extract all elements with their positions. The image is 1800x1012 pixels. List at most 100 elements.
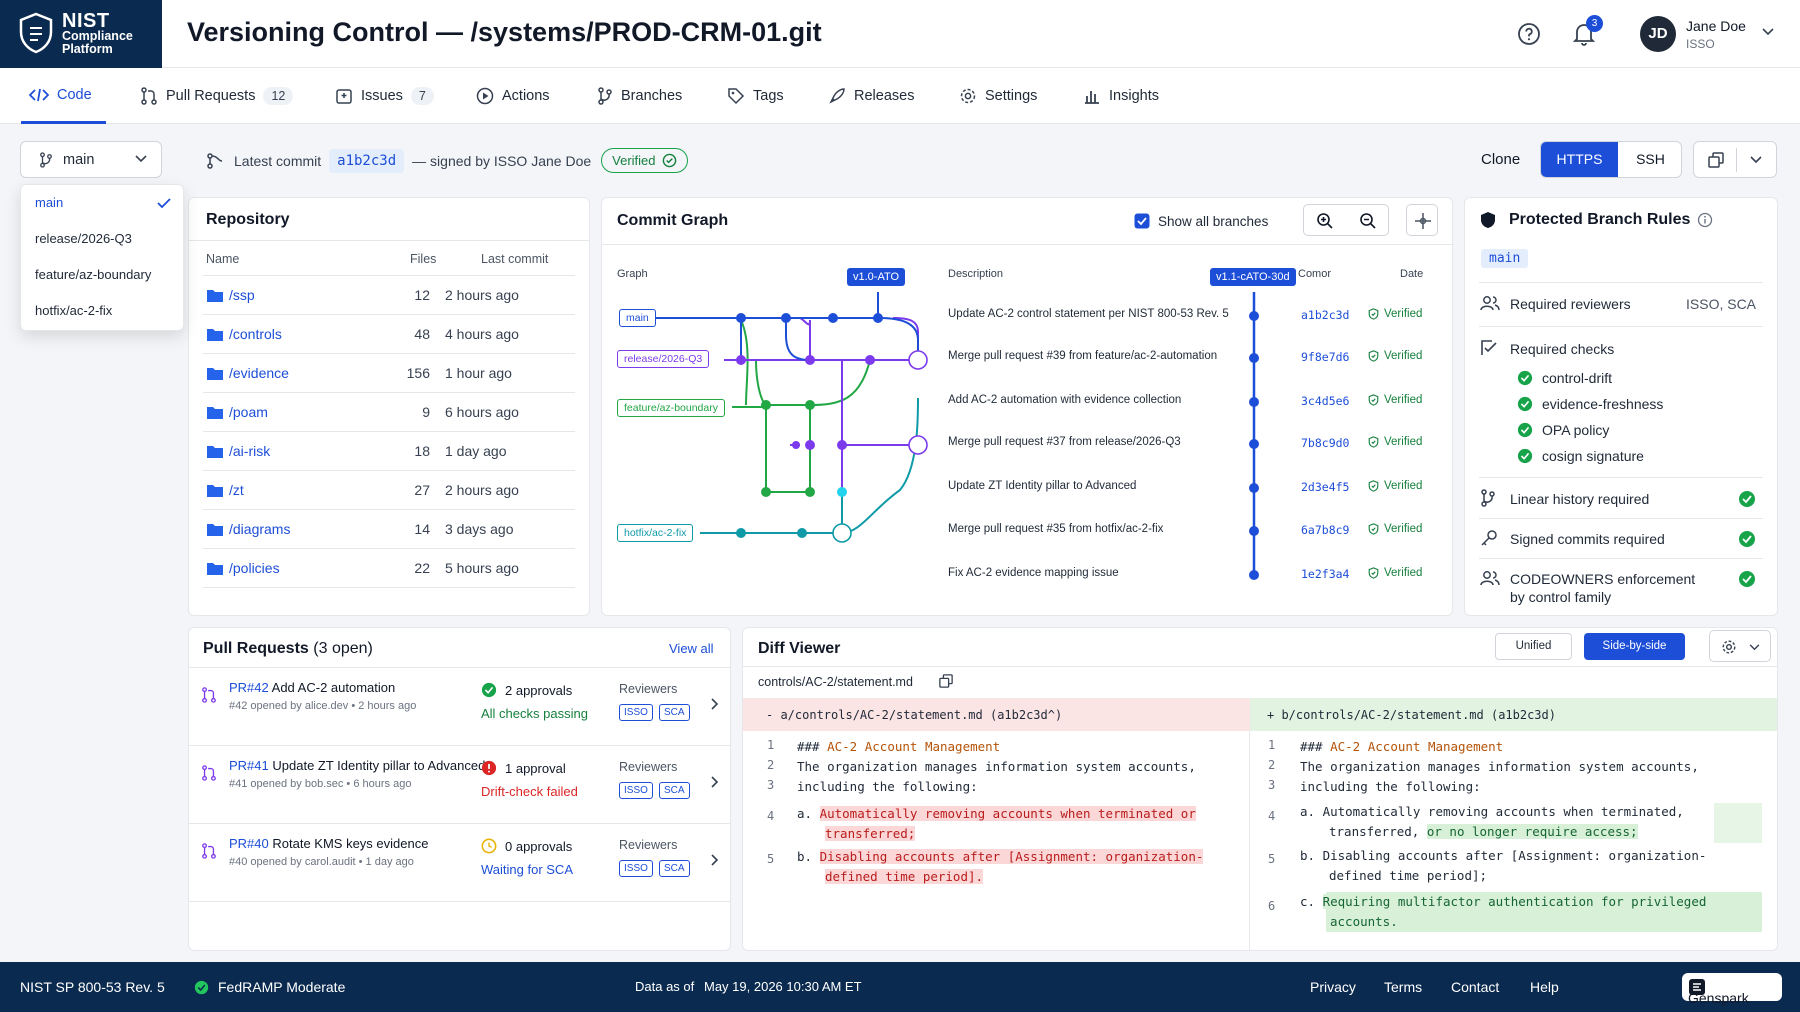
view-all-link[interactable]: View all	[669, 641, 714, 656]
tag-label[interactable]: v1.1-cATO-30d	[1210, 268, 1296, 286]
tab-branches[interactable]: Branches	[597, 68, 682, 124]
commit-description[interactable]: Merge pull request #37 from release/2026…	[948, 436, 1181, 448]
pull-request-row[interactable]: PR#40 Rotate KMS keys evidence#40 opened…	[189, 824, 730, 902]
folder-name[interactable]: /zt	[229, 482, 244, 498]
folder-name[interactable]: /policies	[229, 560, 280, 576]
avatar[interactable]: JD	[1640, 16, 1676, 52]
commit-node[interactable]	[1249, 311, 1259, 321]
pr-title[interactable]: PR#42 Add AC-2 automation	[229, 680, 395, 695]
commit-description[interactable]: Update AC-2 control statement per NIST 8…	[948, 308, 1229, 320]
folder-name[interactable]: /poam	[229, 404, 268, 420]
merge-node[interactable]	[908, 350, 928, 370]
pr-title[interactable]: PR#41 Update ZT Identity pillar to Advan…	[229, 758, 485, 773]
tab-tags[interactable]: Tags	[727, 68, 784, 124]
help-icon[interactable]	[1517, 22, 1541, 46]
branch-label-feature[interactable]: feature/az-boundary	[617, 399, 725, 417]
commit-description[interactable]: Update ZT Identity pillar to Advanced	[948, 480, 1137, 492]
commit-node[interactable]	[1249, 570, 1259, 580]
commit-node[interactable]	[805, 487, 815, 497]
commit-node[interactable]	[865, 355, 875, 365]
pr-number[interactable]: PR#41	[229, 758, 269, 773]
copy-icon[interactable]	[939, 674, 953, 688]
footer-link-help[interactable]: Help	[1530, 979, 1559, 995]
zoom-in-icon[interactable]	[1316, 212, 1334, 230]
commit-sha[interactable]: 9f8e7d6	[1301, 350, 1350, 364]
chevron-down-icon[interactable]	[1750, 156, 1762, 164]
branch-selector[interactable]: main	[20, 141, 162, 178]
commit-node[interactable]	[736, 355, 746, 365]
branch-label-main[interactable]: main	[619, 309, 656, 327]
tab-releases[interactable]: Releases	[828, 68, 914, 124]
commit-node[interactable]	[1249, 483, 1259, 493]
pr-number[interactable]: PR#42	[229, 680, 269, 695]
commit-node[interactable]	[797, 528, 807, 538]
footer-link-contact[interactable]: Contact	[1451, 979, 1500, 995]
chevron-right-icon[interactable]	[711, 776, 719, 788]
show-all-branches-checkbox[interactable]: Show all branches	[1134, 213, 1268, 229]
footer-link-terms[interactable]: Terms	[1384, 979, 1423, 995]
chevron-right-icon[interactable]	[711, 854, 719, 866]
commit-sha[interactable]: 3c4d5e6	[1301, 394, 1350, 408]
commit-node[interactable]	[1249, 397, 1259, 407]
pr-number[interactable]: PR#40	[229, 836, 269, 851]
tab-settings[interactable]: Settings	[959, 68, 1037, 124]
latest-commit-sha[interactable]: a1b2c3d	[329, 148, 405, 173]
fit-graph-button[interactable]	[1406, 204, 1438, 236]
branch-option-feature[interactable]: feature/az-boundary	[21, 257, 185, 293]
side-by-side-button[interactable]: Side-by-side	[1584, 633, 1685, 660]
nist-logo[interactable]: NIST Compliance Platform	[0, 0, 162, 68]
commit-node[interactable]	[736, 313, 746, 323]
branch-option-release[interactable]: release/2026-Q3	[21, 221, 185, 257]
branch-option-hotfix[interactable]: hotfix/ac-2-fix	[21, 293, 185, 329]
chevron-right-icon[interactable]	[711, 698, 719, 710]
commit-description[interactable]: Fix AC-2 evidence mapping issue	[948, 567, 1119, 579]
commit-description[interactable]: Merge pull request #39 from feature/ac-2…	[948, 350, 1218, 362]
genspark-badge[interactable]: Genspark	[1682, 973, 1782, 1006]
commit-node[interactable]	[1249, 439, 1259, 449]
commit-description[interactable]: Merge pull request #35 from hotfix/ac-2-…	[948, 523, 1164, 535]
chevron-down-icon[interactable]	[1762, 28, 1774, 36]
info-icon[interactable]	[1697, 212, 1713, 228]
commit-node[interactable]	[792, 441, 800, 449]
branch-label-release[interactable]: release/2026-Q3	[617, 350, 710, 368]
pr-title[interactable]: PR#40 Rotate KMS keys evidence	[229, 836, 428, 851]
tab-insights[interactable]: Insights	[1083, 68, 1159, 124]
branch-option-main[interactable]: main	[21, 185, 185, 221]
zoom-out-icon[interactable]	[1359, 212, 1377, 230]
merge-node[interactable]	[908, 435, 928, 455]
commit-node[interactable]	[736, 528, 746, 538]
folder-name[interactable]: /controls	[229, 326, 282, 342]
folder-name[interactable]: /evidence	[229, 365, 289, 381]
commit-node[interactable]	[873, 313, 883, 323]
commit-node[interactable]	[781, 313, 791, 323]
pull-request-row[interactable]: PR#41 Update ZT Identity pillar to Advan…	[189, 746, 730, 824]
commit-node[interactable]	[837, 440, 847, 450]
unified-view-button[interactable]: Unified	[1495, 633, 1572, 660]
folder-name[interactable]: /ai-risk	[229, 443, 271, 459]
folder-name[interactable]: /ssp	[229, 287, 255, 303]
pull-request-row[interactable]: PR#42 Add AC-2 automation#42 opened by a…	[189, 668, 730, 746]
footer-link-privacy[interactable]: Privacy	[1310, 979, 1356, 995]
commit-node[interactable]	[1249, 526, 1259, 536]
commit-sha[interactable]: 1e2f3a4	[1301, 567, 1350, 581]
commit-node[interactable]	[805, 440, 815, 450]
commit-sha[interactable]: a1b2c3d	[1301, 308, 1350, 322]
tab-pull-requests[interactable]: Pull Requests 12	[140, 68, 294, 124]
commit-node[interactable]	[1249, 353, 1259, 363]
commit-node[interactable]	[805, 400, 815, 410]
merge-node[interactable]	[832, 523, 852, 543]
commit-sha[interactable]: 2d3e4f5	[1301, 480, 1350, 494]
tag-label[interactable]: v1.0-ATO	[847, 268, 906, 286]
commit-sha[interactable]: 6a7b8c9	[1301, 523, 1350, 537]
ssh-button[interactable]: SSH	[1636, 151, 1665, 167]
commit-node[interactable]	[805, 355, 815, 365]
commit-node[interactable]	[828, 313, 838, 323]
